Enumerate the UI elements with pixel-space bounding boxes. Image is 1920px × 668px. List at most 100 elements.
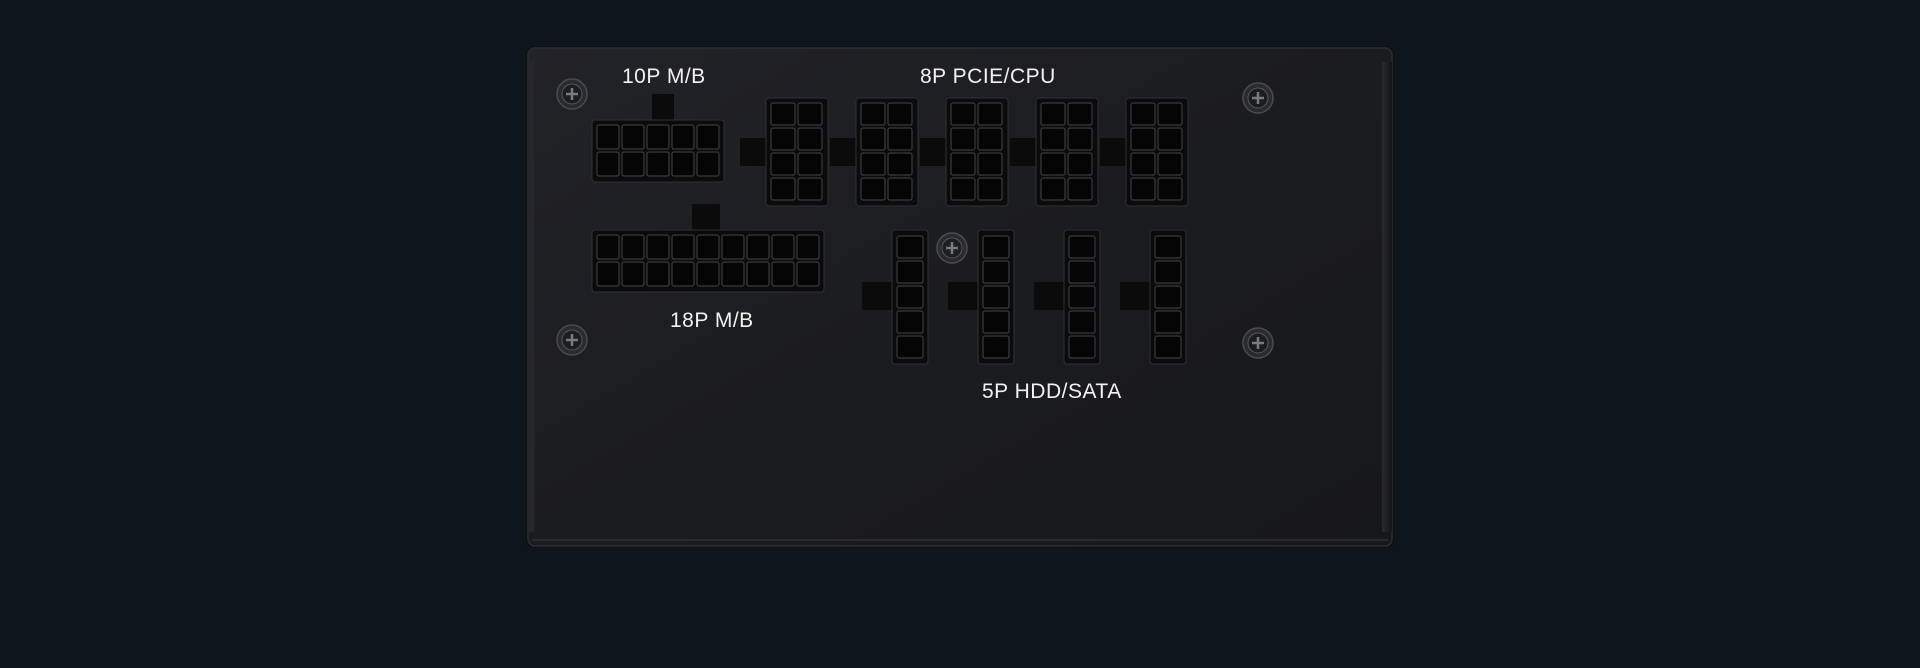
connector-8p-pcie-cpu xyxy=(1100,97,1189,207)
connector-pin xyxy=(1130,177,1156,201)
connector-pin xyxy=(770,102,796,126)
connector-pin xyxy=(721,234,745,260)
connector-pin xyxy=(1067,127,1093,151)
connector-pin xyxy=(771,234,795,260)
connector-pin xyxy=(896,260,924,284)
label-5p-hdd-sata: 5P HDD/SATA xyxy=(982,380,1122,403)
connector-pin xyxy=(887,177,913,201)
screw-icon xyxy=(556,324,588,356)
connector-pin xyxy=(950,152,976,176)
connector-pin xyxy=(1068,285,1096,309)
connector-sockets xyxy=(591,94,1189,365)
connector-pin xyxy=(696,151,720,177)
connector-pin xyxy=(696,261,720,287)
connector-10p-mb xyxy=(591,94,725,183)
connector-latch xyxy=(740,138,770,166)
connector-pin xyxy=(1067,177,1093,201)
connector-latch xyxy=(1010,138,1040,166)
connector-pin xyxy=(671,261,695,287)
connector-pin xyxy=(887,102,913,126)
connector-pin xyxy=(1130,127,1156,151)
connector-pin xyxy=(1067,152,1093,176)
connector-8p-pcie-cpu xyxy=(740,97,829,207)
connector-5p-hdd-sata xyxy=(1120,229,1187,365)
connector-pin xyxy=(1130,102,1156,126)
screw-icon xyxy=(936,232,968,264)
connector-pin xyxy=(770,127,796,151)
connector-pin xyxy=(1154,260,1182,284)
connector-pin xyxy=(977,127,1003,151)
connector-5p-hdd-sata xyxy=(862,229,929,365)
connector-pin xyxy=(977,177,1003,201)
connector-pin xyxy=(596,261,620,287)
connector-pin xyxy=(1068,310,1096,334)
label-18p-mb: 18P M/B xyxy=(670,309,754,332)
connector-latch xyxy=(830,138,860,166)
connector-pin xyxy=(977,152,1003,176)
connector-pin xyxy=(887,152,913,176)
connector-pin xyxy=(1068,260,1096,284)
connector-pin xyxy=(1068,235,1096,259)
connector-pin xyxy=(1154,235,1182,259)
connector-pin xyxy=(596,124,620,150)
connector-pin xyxy=(860,127,886,151)
connector-pin xyxy=(646,261,670,287)
connector-latch xyxy=(652,94,674,122)
connector-pin xyxy=(982,310,1010,334)
connector-pin xyxy=(1154,310,1182,334)
connector-latch xyxy=(692,204,720,234)
connector-pin xyxy=(797,152,823,176)
connector-pin xyxy=(746,234,770,260)
connector-pin xyxy=(621,151,645,177)
connector-pin xyxy=(1068,335,1096,359)
connector-pin xyxy=(1130,152,1156,176)
connector-pin xyxy=(896,310,924,334)
connector-pin xyxy=(1154,285,1182,309)
connector-pin xyxy=(696,234,720,260)
connector-8p-pcie-cpu xyxy=(1010,97,1099,207)
connector-pin xyxy=(950,177,976,201)
connector-pin xyxy=(982,285,1010,309)
connector-pin xyxy=(1157,102,1183,126)
connector-pin xyxy=(860,102,886,126)
connector-pin xyxy=(671,124,695,150)
connector-pin xyxy=(1067,102,1093,126)
connector-pin xyxy=(860,152,886,176)
connector-pin xyxy=(721,261,745,287)
connector-pin xyxy=(671,234,695,260)
connector-pin xyxy=(982,260,1010,284)
label-10p-mb: 10P M/B xyxy=(622,65,706,88)
label-8p-pcie-cpu: 8P PCIE/CPU xyxy=(920,65,1056,88)
connector-pin xyxy=(796,261,820,287)
connector-pin xyxy=(950,102,976,126)
connector-pin xyxy=(621,261,645,287)
connector-pin xyxy=(1157,127,1183,151)
connector-latch xyxy=(1034,282,1068,310)
connector-pin xyxy=(887,127,913,151)
connector-pin xyxy=(596,234,620,260)
connector-pin xyxy=(1157,152,1183,176)
connector-pin xyxy=(770,152,796,176)
connector-pin xyxy=(621,234,645,260)
connector-pin xyxy=(1040,177,1066,201)
connector-pin xyxy=(646,234,670,260)
connector-pin xyxy=(646,151,670,177)
connector-pin xyxy=(796,234,820,260)
connector-8p-pcie-cpu xyxy=(830,97,919,207)
screws xyxy=(556,78,1274,359)
connector-pin xyxy=(596,151,620,177)
connector-pin xyxy=(696,124,720,150)
connector-pin xyxy=(621,124,645,150)
connector-pin xyxy=(1157,177,1183,201)
connector-pin xyxy=(671,151,695,177)
connector-18p-mb xyxy=(591,204,825,293)
connector-5p-hdd-sata xyxy=(948,229,1015,365)
connector-pin xyxy=(1040,152,1066,176)
connector-pin xyxy=(896,335,924,359)
connector-pin xyxy=(646,124,670,150)
connector-8p-pcie-cpu xyxy=(920,97,1009,207)
connector-pin xyxy=(770,177,796,201)
connector-pin xyxy=(982,235,1010,259)
connector-pin xyxy=(982,335,1010,359)
connector-latch xyxy=(948,282,982,310)
